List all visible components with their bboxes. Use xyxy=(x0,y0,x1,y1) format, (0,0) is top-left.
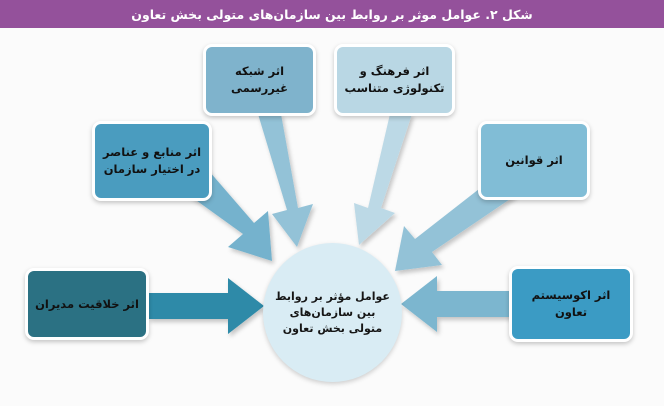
arrow-ecosystem-to-center xyxy=(401,276,512,332)
node-laws-line-1: اثر قوانین xyxy=(505,153,563,167)
node-culture-technology-line-2: تکنولوژی متناسب xyxy=(344,81,445,95)
figure-title: شکل ۲. عوامل موثر بر روابط بین سازمان‌ها… xyxy=(131,6,533,22)
diagram-canvas: عوامل مؤثر بر روابط بین سازمان‌های متولی… xyxy=(0,28,664,406)
node-informal-network-line-1: اثر شبکه xyxy=(234,64,285,78)
center-concept-line-3: متولی بخش تعاون xyxy=(282,321,383,335)
node-resources-and-elements-line-1: اثر منابع و عناصر xyxy=(103,145,202,159)
node-informal-network[interactable]: اثر شبکه غیررسمی xyxy=(203,44,316,116)
node-managers-creativity[interactable]: اثر خلاقیت مدیران xyxy=(25,268,149,340)
node-resources-and-elements[interactable]: اثر منابع و عناصر در اختیار سازمان xyxy=(92,121,212,201)
node-culture-technology[interactable]: اثر فرهنگ و تکنولوژی متناسب xyxy=(334,44,455,116)
arrow-informal-network-to-center xyxy=(258,114,313,247)
node-culture-technology-line-1: اثر فرهنگ و xyxy=(359,64,430,78)
center-concept-node[interactable]: عوامل مؤثر بر روابط بین سازمان‌های متولی… xyxy=(263,243,402,382)
node-cooperation-ecosystem-line-1: اثر اکوسیستم xyxy=(531,288,611,302)
arrow-culture-tech-to-center xyxy=(354,114,412,245)
node-informal-network-line-2: غیررسمی xyxy=(231,81,288,95)
arrow-creativity-to-center xyxy=(148,278,264,334)
node-managers-creativity-line-1: اثر خلاقیت مدیران xyxy=(35,296,139,311)
node-cooperation-ecosystem[interactable]: اثر اکوسیستم تعاون xyxy=(509,266,633,342)
figure-title-bar: شکل ۲. عوامل موثر بر روابط بین سازمان‌ها… xyxy=(0,0,664,28)
center-concept-line-1: عوامل مؤثر بر روابط xyxy=(275,289,390,303)
node-resources-and-elements-line-2: در اختیار سازمان xyxy=(103,162,201,176)
node-cooperation-ecosystem-line-2: تعاون xyxy=(554,305,588,319)
center-concept-line-2: بین سازمان‌های xyxy=(289,305,376,319)
node-laws[interactable]: اثر قوانین xyxy=(478,121,590,200)
